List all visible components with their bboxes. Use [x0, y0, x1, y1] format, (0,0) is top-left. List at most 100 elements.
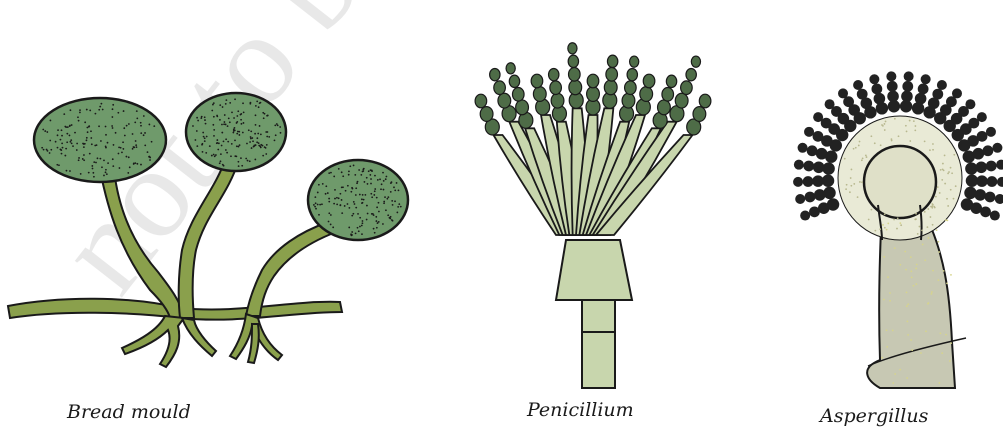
spore-dot	[241, 123, 243, 125]
spore-dot	[205, 123, 207, 125]
spore-dot	[94, 145, 96, 147]
aspergillus-conidium	[952, 88, 962, 98]
caption-bread-mould: Bread mould	[66, 401, 191, 423]
texture-dot	[929, 149, 931, 151]
spore-dot	[255, 124, 257, 126]
aspergillus-conidium	[987, 176, 998, 187]
spore-dot	[224, 114, 226, 116]
spore-dot	[350, 191, 352, 193]
texture-dot	[915, 283, 917, 285]
spore-dot	[238, 134, 240, 136]
spore-dot	[71, 142, 73, 144]
texture-dot	[940, 169, 942, 171]
aspergillus-conidium	[825, 99, 835, 109]
spore-dot	[328, 201, 330, 203]
spore-dot	[382, 223, 384, 225]
spore-dot	[99, 106, 101, 108]
spore-dot	[247, 160, 249, 162]
texture-dot	[915, 218, 917, 220]
spore-dot	[233, 130, 235, 132]
spore-dot	[214, 155, 216, 157]
spore-dot	[390, 191, 392, 193]
spore-dot	[355, 187, 357, 189]
penicillium-spore	[604, 80, 617, 95]
spore-dot	[383, 180, 385, 182]
spore-dot	[123, 127, 125, 129]
spore-dot	[112, 158, 114, 160]
spore-dot	[78, 120, 80, 122]
spore-dot	[254, 133, 256, 135]
spore-dot	[56, 164, 58, 166]
spore-dot	[135, 140, 137, 142]
texture-dot	[953, 154, 955, 156]
spore-dot	[259, 125, 261, 127]
spore-dot	[253, 144, 255, 146]
aspergillus-conidium	[990, 211, 1000, 221]
texture-dot	[951, 172, 953, 174]
texture-dot	[899, 222, 901, 224]
spore-dot	[374, 190, 376, 192]
spore-dot	[135, 144, 137, 146]
spore-dot	[374, 175, 376, 177]
texture-dot	[858, 145, 860, 147]
spore-dot	[364, 181, 366, 183]
texture-dot	[905, 125, 907, 127]
bread-mould-rhizoids	[122, 314, 282, 367]
penicillium-stipe	[556, 240, 632, 388]
spore-dot	[220, 153, 222, 155]
penicillium-spore	[662, 88, 674, 102]
texture-dot	[922, 244, 924, 246]
spore-dot	[371, 213, 373, 215]
texture-dot	[955, 185, 957, 187]
spore-dot	[219, 104, 221, 106]
aspergillus-conidium	[901, 90, 913, 102]
spore-dot	[44, 130, 46, 132]
spore-dot	[122, 148, 124, 150]
texture-dot	[942, 163, 944, 165]
spore-dot	[390, 216, 392, 218]
spore-dot	[336, 197, 338, 199]
spore-dot	[50, 149, 52, 151]
spore-dot	[353, 165, 355, 167]
spore-dot	[341, 212, 343, 214]
spore-dot	[223, 140, 225, 142]
spore-dot	[122, 141, 124, 143]
penicillium-spore	[643, 74, 655, 88]
spore-dot	[325, 185, 327, 187]
spore-dot	[134, 162, 136, 164]
texture-dot	[931, 291, 933, 293]
penicillium-spore	[627, 68, 637, 80]
spore-dot	[86, 139, 88, 141]
spore-dot	[121, 151, 123, 153]
penicillium-spore	[681, 81, 693, 95]
aspergillus-conidium	[804, 127, 814, 137]
spore-dot	[113, 144, 115, 146]
texture-dot	[941, 352, 943, 354]
spore-dot	[238, 146, 240, 148]
aspergillus-conidium	[964, 187, 976, 199]
spore-dot	[144, 132, 146, 134]
aspergillus-conidium	[915, 93, 927, 105]
spore-dot	[280, 132, 282, 134]
texture-dot	[910, 270, 912, 272]
spore-dot	[338, 197, 340, 199]
spore-dot	[387, 214, 389, 216]
spore-dot	[106, 173, 108, 175]
aspergillus-conidium	[886, 71, 896, 81]
aspergillus-conidium	[977, 112, 987, 122]
spore-dot	[339, 193, 341, 195]
spore-dot	[133, 163, 135, 165]
spore-dot	[211, 110, 213, 112]
spore-dot	[330, 214, 332, 216]
texture-dot	[934, 207, 936, 209]
spore-dot	[249, 141, 251, 143]
spore-dot	[383, 189, 385, 191]
texture-dot	[887, 276, 889, 278]
spore-dot	[126, 156, 128, 158]
texture-dot	[950, 167, 952, 169]
aspergillus-conidium	[975, 161, 987, 173]
aspergillus-conidium	[800, 211, 810, 221]
spore-dot	[55, 141, 57, 143]
texture-dot	[942, 168, 944, 170]
spore-dot	[225, 149, 227, 151]
